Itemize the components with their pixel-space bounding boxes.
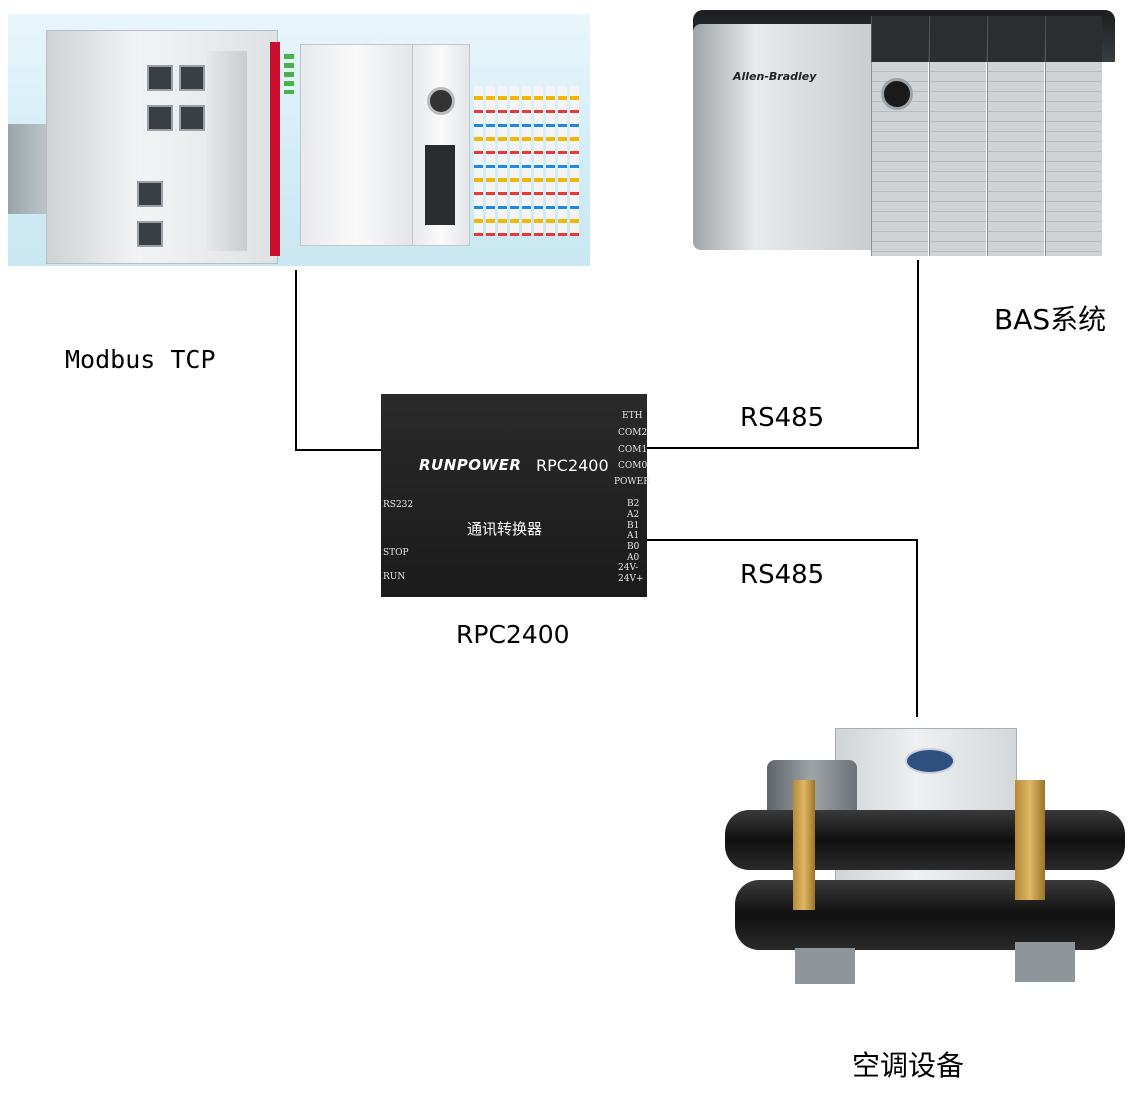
chiller-logo-icon — [905, 748, 955, 774]
label-bas-system: BAS系统 — [994, 303, 1107, 336]
rack-slot-header — [871, 16, 928, 62]
terminal-24v-plus: 24V+ — [618, 574, 644, 584]
label-air-conditioning-equipment: 空调设备 — [852, 1049, 965, 1082]
plc-label-strip — [207, 51, 247, 251]
ethernet-port-icon — [179, 65, 205, 91]
label-modbus-tcp: Modbus TCP — [65, 345, 216, 374]
wire-modbus-horizontal — [295, 449, 383, 451]
wire-rs485-top-vertical — [917, 260, 919, 449]
terminal-block-icon — [570, 86, 579, 236]
rack-slot-header — [929, 16, 986, 62]
bas-device: Allen-Bradley — [693, 4, 1115, 260]
terminal-b0: B0 — [627, 542, 640, 552]
terminal-block-icon — [558, 86, 567, 236]
plc-red-strip — [270, 42, 280, 256]
port-com2: COM2 — [618, 428, 648, 438]
rack-io-slot — [1045, 62, 1102, 256]
chiller-lower-vessel — [735, 880, 1115, 950]
chiller-foot — [795, 948, 855, 984]
terminal-block-icon — [522, 86, 531, 236]
wire-modbus-vertical — [295, 270, 297, 450]
plc-device — [8, 14, 590, 266]
plc-cpu-module — [46, 30, 278, 264]
converter-brand: RUNPOWER — [419, 456, 522, 474]
wire-rs485-top-horizontal — [645, 447, 919, 449]
terminal-b1: B1 — [627, 521, 640, 531]
copper-pipe-icon — [793, 780, 815, 910]
rack-slot-header — [1045, 16, 1102, 62]
rotary-switch-icon — [427, 87, 455, 115]
converter-subtitle: 通讯转换器 — [467, 520, 543, 538]
terminal-24v-minus: 24V- — [618, 563, 639, 573]
ethernet-port-icon — [179, 105, 205, 131]
terminal-block-icon — [510, 86, 519, 236]
ethernet-port-icon — [147, 65, 173, 91]
plc-io-module — [412, 44, 470, 246]
usb-port-icon — [137, 181, 163, 207]
terminal-a1: A1 — [627, 531, 640, 541]
button-stop-label: STOP — [383, 548, 409, 558]
label-rs485-bottom: RS485 — [740, 560, 825, 590]
port-eth: ETH — [622, 411, 643, 421]
label-rs485-top: RS485 — [740, 403, 825, 433]
rack-power-supply — [693, 24, 871, 250]
terminal-b2: B2 — [627, 499, 640, 509]
keyswitch-icon — [881, 78, 913, 110]
chiller-device — [715, 720, 1135, 1010]
bas-brand-label: Allen-Bradley — [733, 70, 817, 83]
wire-rs485-bottom-horizontal — [645, 539, 918, 541]
chiller-foot — [1015, 942, 1075, 982]
rpc2400-converter: RUNPOWER RPC2400 通讯转换器 ETH COM2 COM1 COM… — [381, 394, 651, 597]
indicator-run-label: RUN — [383, 572, 406, 582]
port-com1: COM1 — [618, 445, 648, 455]
connector-block-icon — [425, 145, 455, 225]
terminal-block-icon — [474, 86, 483, 236]
terminal-block-icon — [546, 86, 555, 236]
status-led-icon — [284, 54, 294, 94]
port-rs232: RS232 — [383, 500, 414, 510]
wire-rs485-bottom-vertical — [916, 539, 918, 717]
terminal-a2: A2 — [627, 510, 640, 520]
copper-pipe-icon — [1015, 780, 1045, 900]
terminal-block-icon — [486, 86, 495, 236]
usb-port-icon — [137, 221, 163, 247]
rack-slot-header — [987, 16, 1044, 62]
label-rpc2400: RPC2400 — [456, 620, 570, 649]
port-com0: COM0 — [618, 461, 648, 471]
port-power: POWER — [614, 477, 651, 487]
rack-io-slot — [929, 62, 986, 256]
chiller-upper-vessel — [725, 810, 1125, 870]
rack-io-slot — [987, 62, 1044, 256]
ethernet-port-icon — [147, 105, 173, 131]
converter-model: RPC2400 — [536, 456, 609, 475]
terminal-block-icon — [534, 86, 543, 236]
plc-io-module — [300, 44, 414, 246]
terminal-block-icon — [498, 86, 507, 236]
terminal-a0: A0 — [627, 553, 640, 563]
